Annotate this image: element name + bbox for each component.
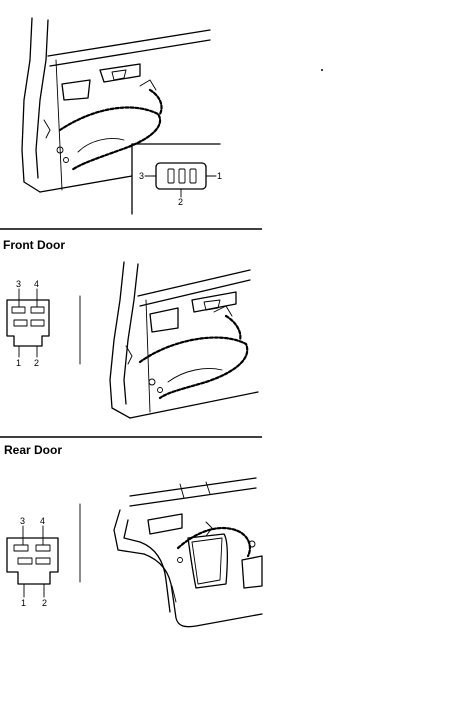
pin-label-4: 4 [40,516,45,526]
section-title-rear-door: Rear Door [4,443,63,457]
section-title-front-door: Front Door [3,238,65,252]
pin-label-1: 1 [16,358,21,368]
front-door-illustration [109,261,259,419]
pin-label-2: 2 [178,197,183,207]
speck-mark [321,69,323,71]
connector-inset-liftgate: 3 1 2 [131,143,222,215]
pin-label-3: 3 [20,516,25,526]
pin-label-1: 1 [217,171,222,181]
top-door-illustration [21,17,211,193]
rear-connector-diagram: 3 4 1 2 [6,503,81,608]
pin-label-2: 2 [42,598,47,608]
pin-label-2: 2 [34,358,39,368]
pin-label-3: 3 [139,171,144,181]
pin-label-3: 3 [16,279,21,289]
front-connector-diagram: 3 4 1 2 [6,279,81,368]
pin-label-1: 1 [21,598,26,608]
rear-door-illustration [113,477,263,628]
pin-label-4: 4 [34,279,39,289]
